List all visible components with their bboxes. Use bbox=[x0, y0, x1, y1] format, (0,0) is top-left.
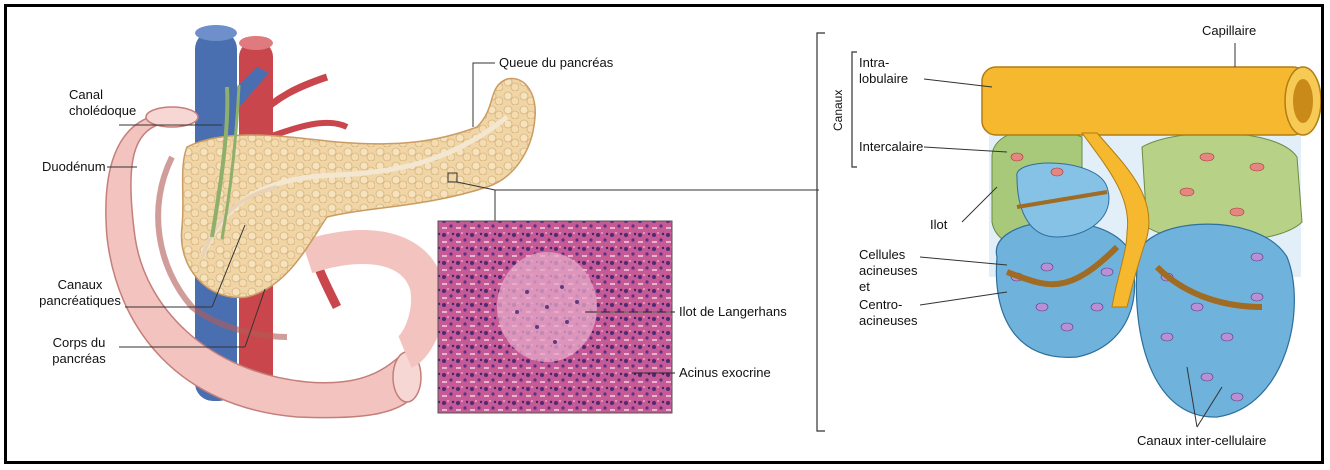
label-ilot-langerhans: Ilot de Langerhans bbox=[679, 304, 787, 320]
label-intra-lobulaire: Intra-lobulaire bbox=[859, 55, 923, 87]
label-acinus-exocrine: Acinus exocrine bbox=[679, 365, 771, 381]
label-capillaire: Capillaire bbox=[1202, 23, 1256, 39]
label-centro-acineuses: Centro-acineuses bbox=[859, 297, 921, 329]
label-intercalaire: Intercalaire bbox=[859, 139, 923, 155]
acinar-lobe-left bbox=[996, 222, 1134, 358]
bracket bbox=[817, 33, 825, 431]
diagram-frame: Canal cholédoque Duodénum Canaux pancréa… bbox=[4, 4, 1324, 464]
label-ilot: Ilot bbox=[930, 217, 947, 233]
acinar-lobe-right bbox=[1136, 224, 1294, 417]
label-canaux-intercellulaire: Canaux inter-cellulaire bbox=[1137, 433, 1266, 449]
label-canaux: Canaux bbox=[831, 90, 845, 131]
label-corps-pancreas: Corps du pancréas bbox=[39, 335, 119, 367]
label-canal-choledoque: Canal cholédoque bbox=[69, 87, 149, 119]
intralobular-duct bbox=[982, 67, 1307, 135]
label-queue-pancreas: Queue du pancréas bbox=[499, 55, 613, 71]
label-canaux-pancreatiques: Canaux pancréatiques bbox=[35, 277, 125, 309]
diagram-illustration bbox=[7, 7, 1321, 461]
label-cellules-acineuses: Cellules acineuses et bbox=[859, 247, 929, 295]
label-duodenum: Duodénum bbox=[42, 159, 106, 175]
